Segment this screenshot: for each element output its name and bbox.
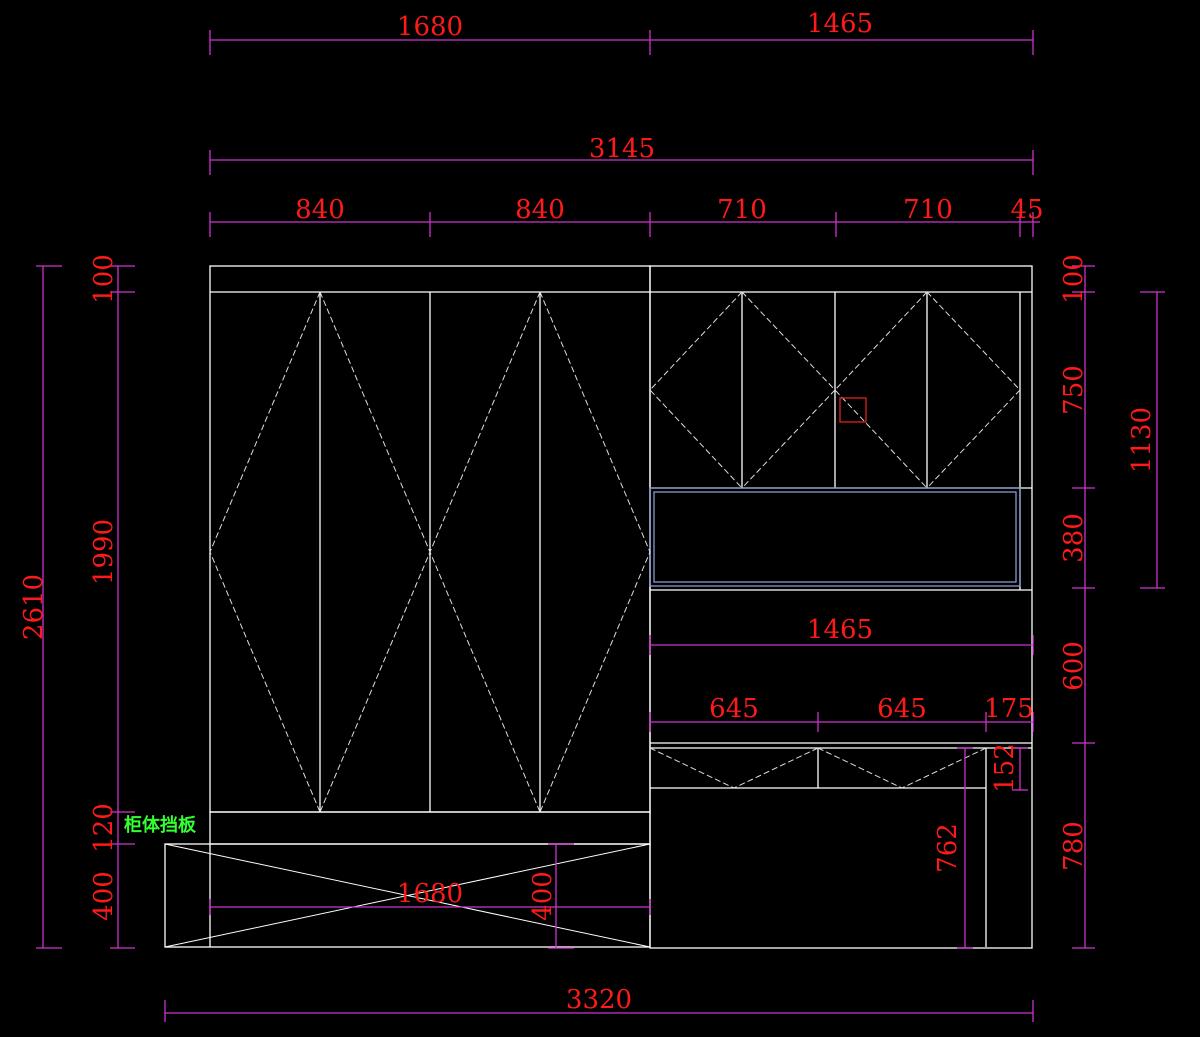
- swing-right-door-3: [834, 291, 928, 489]
- dim-bench-width: 1680: [397, 879, 463, 909]
- door-swing-lines: [209, 291, 1021, 813]
- dim-top-right-width: 1465: [807, 9, 873, 39]
- swing-right-door-4: [926, 291, 1021, 489]
- swing-left-door-3: [429, 291, 541, 813]
- swing-left-door-4: [539, 291, 651, 813]
- dim-drawer-width-2: 645: [877, 694, 927, 724]
- dimension-lines: [36, 30, 1165, 1022]
- dim-desk-height: 762: [933, 823, 963, 873]
- dimension-labels: 1680 1465 3145 840 840 710 710 45 2610 1…: [19, 9, 1157, 1015]
- dim-left-door-height: 1990: [89, 519, 119, 585]
- dim-overall-bottom-width: 3320: [566, 985, 632, 1015]
- dim-side-panel-width: 175: [984, 694, 1034, 724]
- dim-right-open-height: 600: [1059, 641, 1089, 691]
- dim-drawer-width-1: 645: [709, 694, 759, 724]
- left-plinth: [209, 811, 651, 845]
- dim-right-lower-height: 780: [1059, 821, 1089, 871]
- dim-side-gap: 45: [1010, 195, 1043, 225]
- dim-door-width-4: 710: [903, 195, 953, 225]
- dim-top-left-width: 1680: [397, 12, 463, 42]
- dim-right-upper-total: 1130: [1127, 407, 1157, 473]
- dim-door-width-3: 710: [717, 195, 767, 225]
- dim-left-total-height: 2610: [19, 574, 49, 640]
- niche-outline: [649, 487, 1021, 587]
- bench-cross-2: [164, 843, 651, 948]
- bench-cross: [164, 843, 651, 948]
- dim-left-base-height: 400: [89, 871, 119, 921]
- niche-outer: [649, 487, 1021, 587]
- dim-bench-height: 400: [528, 871, 558, 921]
- dim-overall-top-width: 3145: [589, 134, 655, 164]
- dim-left-plinth: 120: [89, 803, 119, 853]
- note-cabinet-baffle: 柜体挡板: [124, 814, 197, 836]
- selection-marker: [839, 397, 867, 423]
- swing-left-door-1: [209, 291, 321, 813]
- dim-right-top-band: 100: [1059, 254, 1089, 304]
- cabinet-outlines: [164, 265, 1033, 949]
- swing-drawer-1: [649, 747, 819, 789]
- dim-drawer-height: 152: [990, 743, 1020, 793]
- dim-right-upper-door-height: 750: [1059, 365, 1089, 415]
- swing-right-door-2: [741, 291, 836, 489]
- dim-door-width-1: 840: [295, 195, 345, 225]
- dim-right-niche-height: 380: [1059, 513, 1089, 563]
- dim-left-top-band: 100: [89, 254, 119, 304]
- swing-left-door-2: [319, 291, 431, 813]
- swing-right-door-1: [649, 291, 743, 489]
- dim-open-section-width: 1465: [807, 615, 873, 645]
- niche-inner: [653, 491, 1017, 583]
- right-cabinet-frame: [649, 265, 1033, 949]
- swing-drawer-2: [817, 747, 987, 789]
- dim-door-width-2: 840: [515, 195, 565, 225]
